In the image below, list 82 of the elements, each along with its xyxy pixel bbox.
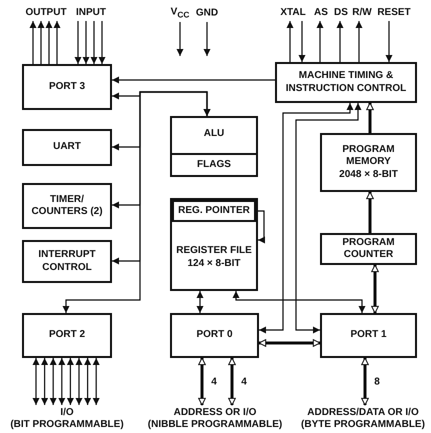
bus-arrow bbox=[232, 291, 366, 313]
block-label: ADDRESS OR I/O bbox=[172, 406, 258, 419]
bus-arrow bbox=[361, 358, 369, 406]
block-label: R/W bbox=[351, 7, 373, 20]
bus-arrow bbox=[196, 291, 204, 313]
block-label: ALU bbox=[202, 128, 226, 140]
bus-arrow bbox=[84, 358, 92, 405]
bus-arrow bbox=[46, 21, 52, 64]
block-label: I/O bbox=[59, 406, 75, 419]
block-box bbox=[170, 313, 259, 358]
edge-label: 4 bbox=[240, 376, 248, 387]
block-box bbox=[320, 313, 417, 358]
bus-arrow bbox=[198, 358, 206, 406]
bus-arrow bbox=[98, 21, 106, 64]
bus-arrow bbox=[228, 358, 236, 406]
bus-arrow bbox=[259, 103, 354, 334]
block-label: REG. POINTER bbox=[177, 204, 251, 218]
edge-label: 8 bbox=[373, 376, 381, 387]
bus-arrow bbox=[41, 358, 48, 405]
block-label: (BIT PROGRAMMABLE) bbox=[9, 419, 125, 432]
edge-label: 4 bbox=[210, 376, 218, 387]
block-label: ADDRESS/DATA OR I/O bbox=[306, 406, 420, 419]
bus-arrow bbox=[76, 358, 82, 405]
block-label: PORT 3 bbox=[48, 80, 86, 94]
bus-arrow bbox=[298, 21, 306, 62]
block-box bbox=[170, 116, 258, 177]
block-label: (BYTE PROGRAMMABLE) bbox=[300, 419, 426, 432]
bus-arrow bbox=[371, 264, 379, 314]
block-box bbox=[320, 233, 417, 265]
block-box bbox=[22, 183, 112, 229]
block-box bbox=[170, 198, 258, 291]
block-label: FLAGS bbox=[196, 158, 232, 172]
bus-arrow bbox=[336, 21, 344, 62]
block-label: PROGRAM COUNTER bbox=[341, 236, 396, 262]
block-box bbox=[172, 200, 256, 222]
bus-arrow bbox=[50, 358, 57, 405]
bus-arrow bbox=[366, 102, 374, 133]
block-label: XTAL bbox=[279, 7, 307, 20]
bus-arrow bbox=[58, 358, 66, 405]
bus-arrow bbox=[366, 192, 374, 233]
block-label: TIMER/ COUNTERS (2) bbox=[30, 194, 104, 218]
bus-arrow bbox=[258, 339, 320, 347]
bus-arrow bbox=[54, 21, 60, 64]
bus-arrow bbox=[38, 21, 44, 64]
bus-arrow bbox=[62, 91, 210, 313]
block-label: PROGRAM MEMORY bbox=[341, 144, 396, 169]
block-label: PORT 1 bbox=[349, 329, 388, 342]
bus-arrow bbox=[30, 21, 36, 64]
bus-arrow bbox=[386, 21, 392, 62]
block-label: RESET bbox=[376, 7, 412, 20]
bus-arrow bbox=[90, 21, 98, 64]
block-label: PORT 0 bbox=[195, 329, 234, 342]
bus-arrow bbox=[256, 210, 265, 244]
block-label: INTERRUPT CONTROL bbox=[37, 249, 97, 274]
pin-label: GND bbox=[196, 8, 218, 18]
block-label: 2048 × 8-BIT bbox=[338, 168, 399, 182]
block-label: PORT 2 bbox=[48, 329, 86, 342]
block-box bbox=[275, 62, 417, 103]
block-box bbox=[22, 240, 112, 283]
pin-label: V$_{CC}$ bbox=[170, 6, 190, 20]
block-label: INPUT bbox=[75, 7, 107, 20]
block-box bbox=[22, 129, 112, 166]
block-label: AS bbox=[313, 7, 329, 20]
bus-arrow bbox=[92, 358, 100, 405]
block-label: UART bbox=[52, 141, 82, 154]
block-label: MACHINE TIMING & INSTRUCTION CONTROL bbox=[284, 70, 408, 95]
bus-arrow bbox=[74, 21, 82, 64]
bus-arrow bbox=[112, 76, 275, 84]
bus-arrow bbox=[316, 21, 324, 62]
block-label: (NIBBLE PROGRAMMABLE) bbox=[146, 419, 284, 432]
bus-arrow bbox=[32, 358, 40, 405]
block-label: OUTPUT bbox=[24, 7, 68, 20]
block-box bbox=[22, 313, 112, 358]
bus-arrow bbox=[295, 103, 362, 334]
block-label: REGISTER FILE 124 × 8-BIT bbox=[175, 245, 253, 270]
bus-arrow bbox=[82, 21, 90, 64]
bus-arrow bbox=[356, 21, 362, 62]
bus-arrow bbox=[66, 358, 74, 405]
block-box bbox=[22, 64, 112, 110]
block-label: DS bbox=[333, 7, 349, 20]
bus-arrow bbox=[286, 21, 294, 62]
block-box bbox=[320, 133, 417, 192]
